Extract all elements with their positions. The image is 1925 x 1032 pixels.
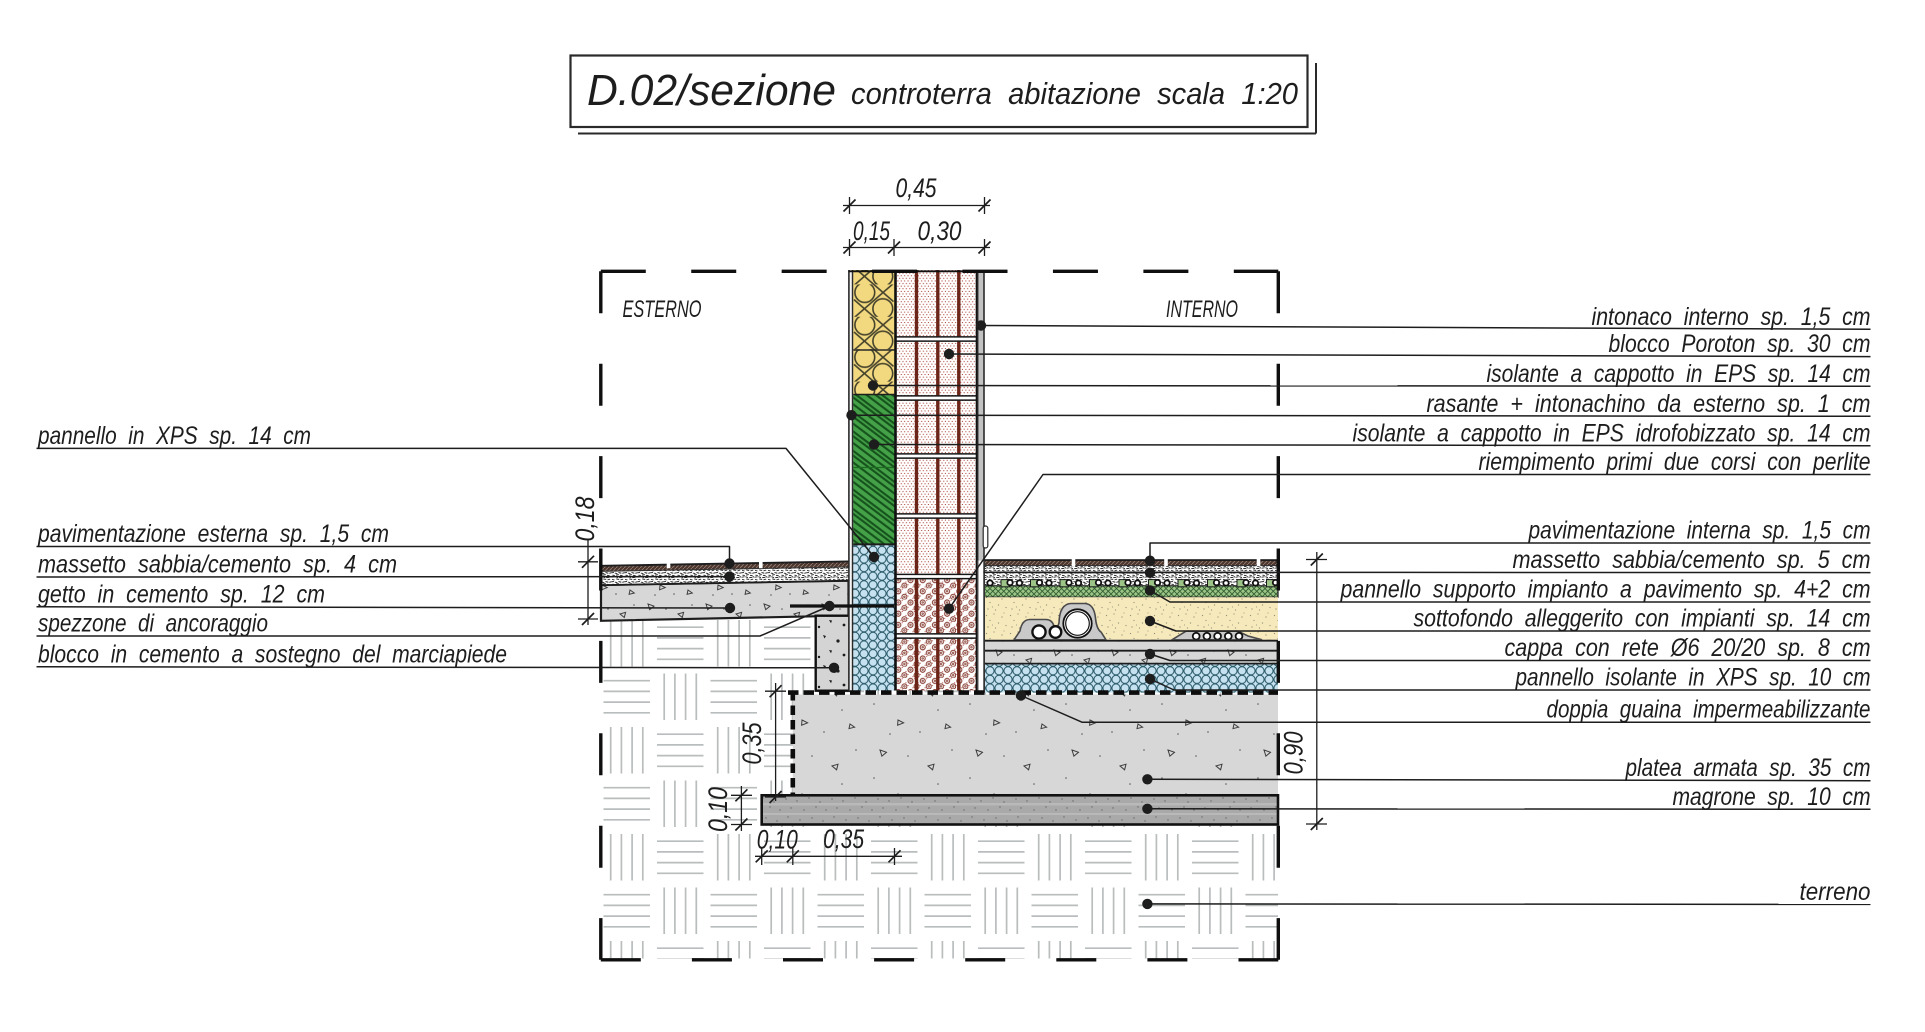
svg-text:pavimentazione esterna sp.: pavimentazione esterna sp. 1,5 cm [37,520,389,548]
svg-text:D.02/sezione: D.02/sezione [587,66,836,115]
svg-text:doppia guaina impermeabilizz: doppia guaina impermeabilizzante [1547,696,1871,724]
svg-text:sottofondo alleggerito con: sottofondo alleggerito con impianti sp. … [1414,605,1871,633]
svg-text:blocco Poroton sp. 30 cm: blocco Poroton sp. 30 cm [1609,330,1871,358]
svg-text:0,35: 0,35 [737,722,767,765]
svg-text:massetto sabbia/cemento sp.: massetto sabbia/cemento sp. 5 cm [1513,546,1871,574]
svg-text:magrone sp. 10 cm: magrone sp. 10 cm [1673,783,1871,811]
svg-text:0,10: 0,10 [703,787,733,832]
svg-text:pannello in XPS sp. 14 cm: pannello in XPS sp. 14 cm [37,422,311,450]
svg-text:0,90: 0,90 [1279,732,1309,775]
svg-text:rasante + intonachino da e: rasante + intonachino da esterno sp. 1 c… [1427,390,1871,418]
svg-text:blocco in cemento a sosteg: blocco in cemento a sostegno del marciap… [38,640,507,668]
svg-text:riempimento primi due corsi: riempimento primi due corsi con perlite [1479,448,1871,476]
svg-text:0,10: 0,10 [757,825,798,855]
svg-text:spezzone di ancoraggio: spezzone di ancoraggio [38,610,268,638]
svg-text:0,18: 0,18 [570,497,600,542]
svg-text:isolante a cappotto in EPS: isolante a cappotto in EPS idrofobizzato… [1353,419,1871,447]
svg-text:ESTERNO: ESTERNO [623,296,702,323]
svg-text:INTERNO: INTERNO [1166,296,1238,323]
svg-text:pannello supporto impianto: pannello supporto impianto a pavimento s… [1340,576,1871,604]
svg-text:controterra abitazione scala: controterra abitazione scala 1:20 [851,77,1298,111]
svg-text:pavimentazione interna sp.: pavimentazione interna sp. 1,5 cm [1528,517,1871,545]
svg-text:0,35: 0,35 [823,824,865,854]
svg-text:platea armata sp. 35 cm: platea armata sp. 35 cm [1625,754,1871,782]
svg-text:isolante a cappotto in EPS: isolante a cappotto in EPS sp. 14 cm [1487,360,1871,388]
svg-text:terreno: terreno [1800,878,1871,906]
svg-text:massetto sabbia/cemento sp.: massetto sabbia/cemento sp. 4 cm [38,551,397,579]
svg-text:0,15: 0,15 [853,216,891,246]
svg-text:getto in cemento sp. 12 c: getto in cemento sp. 12 cm [38,580,325,608]
svg-text:0,45: 0,45 [896,173,938,203]
svg-text:cappa con rete Ø6 20/20 s: cappa con rete Ø6 20/20 sp. 8 cm [1505,634,1871,662]
svg-text:pannello isolante in XPS s: pannello isolante in XPS sp. 10 cm [1515,664,1871,692]
svg-text:0,30: 0,30 [918,216,962,246]
svg-text:intonaco interno sp. 1,5 c: intonaco interno sp. 1,5 cm [1592,303,1871,331]
